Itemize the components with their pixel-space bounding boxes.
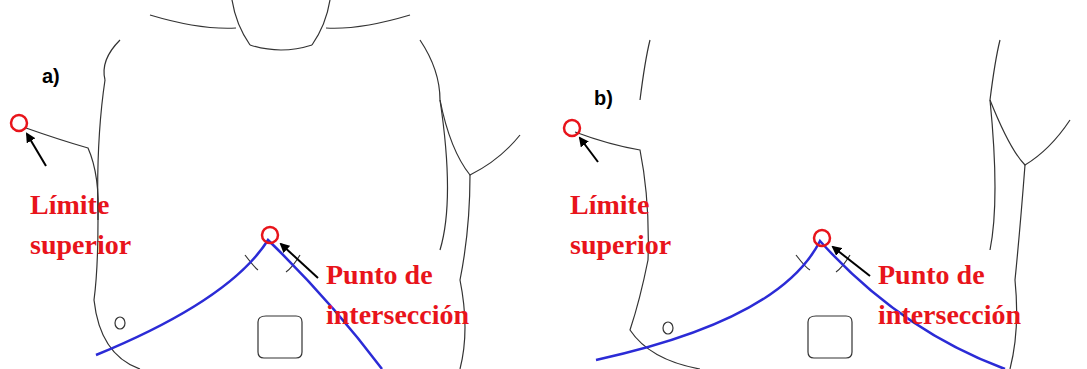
panel-letter: b) bbox=[594, 86, 634, 110]
panel-letter: a) bbox=[42, 64, 82, 88]
leader-arrow bbox=[580, 138, 598, 162]
marker-circle bbox=[11, 115, 27, 131]
leader-arrow bbox=[281, 244, 318, 278]
callout-label: Límite superior bbox=[30, 185, 165, 265]
leader-arrow bbox=[833, 247, 870, 276]
leader-arrow bbox=[27, 134, 46, 166]
callout-label: Límite superior bbox=[570, 185, 705, 265]
callout-label: Punto de intersección bbox=[878, 255, 1078, 335]
marker-circle bbox=[262, 227, 278, 243]
callout-label: Punto de intersección bbox=[326, 255, 526, 335]
marker-circle bbox=[814, 230, 830, 246]
marker-circle bbox=[564, 120, 580, 136]
